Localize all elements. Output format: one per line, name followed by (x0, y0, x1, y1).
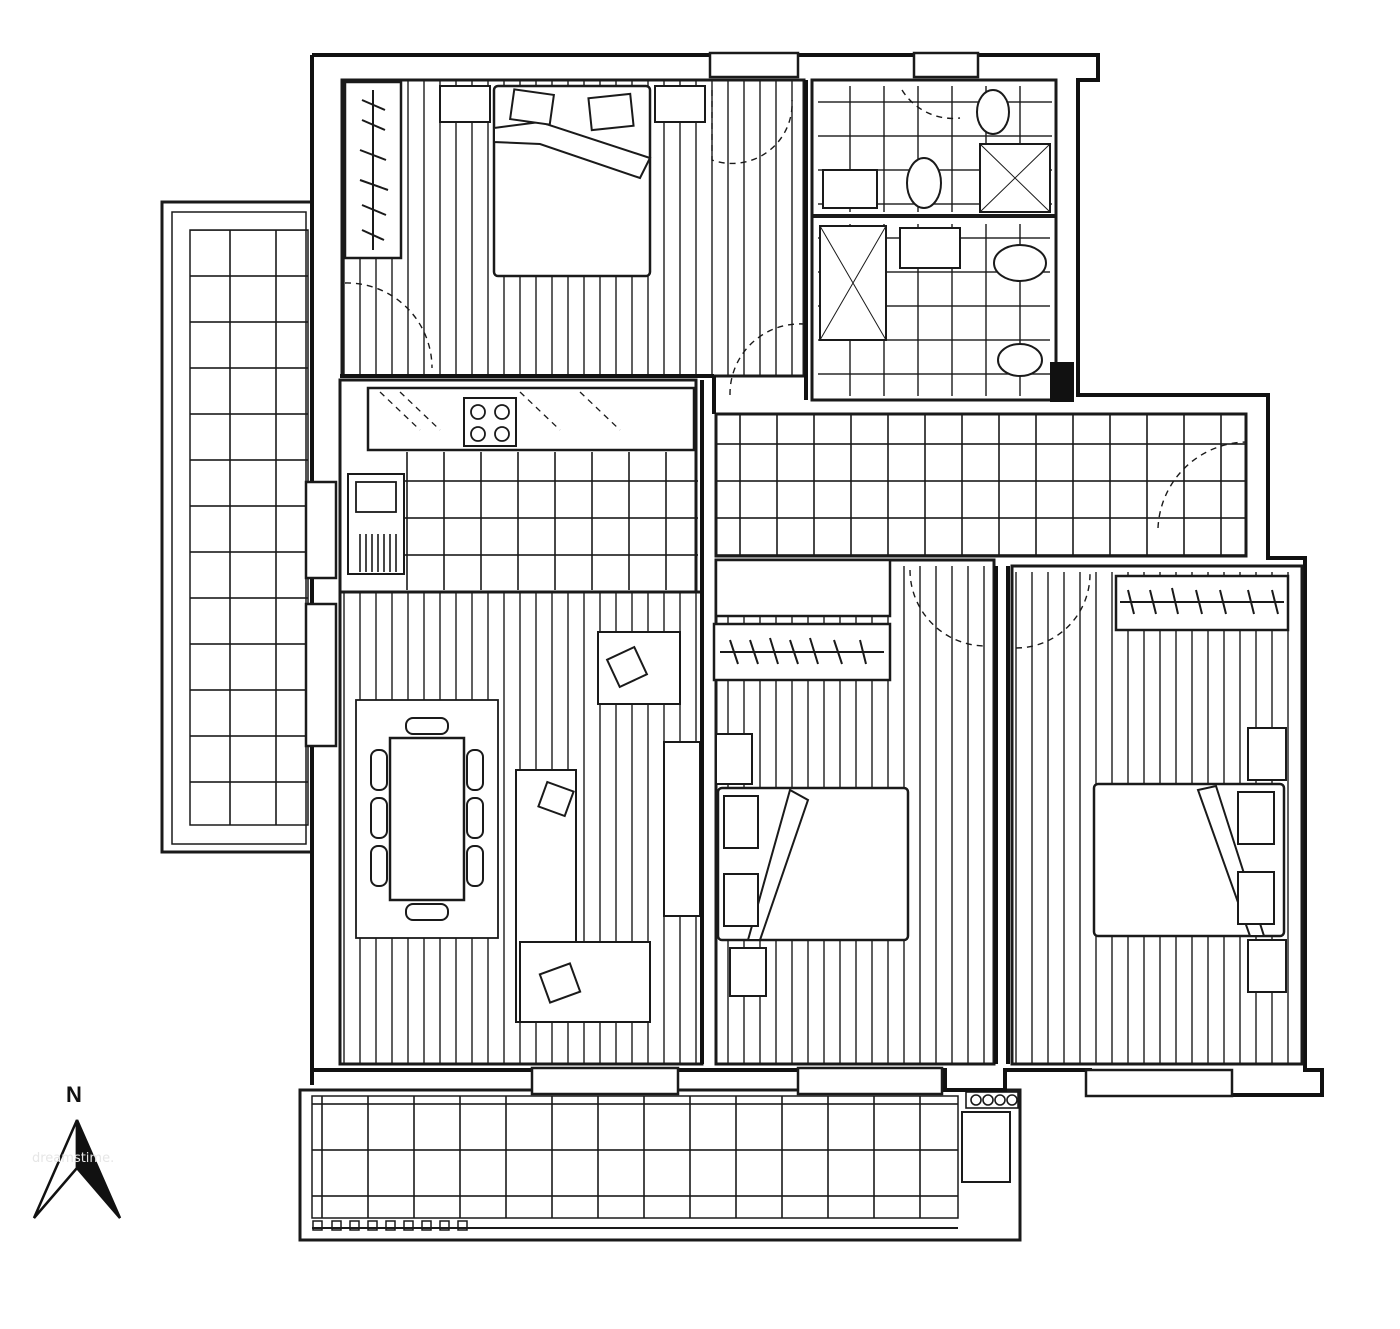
toilet-icon (976, 89, 1010, 135)
bedroom-three (1010, 564, 1304, 1098)
watermark: dreamstime. (32, 1151, 114, 1166)
utility-cluster (965, 1091, 1019, 1109)
hanger-rail-icon (359, 90, 389, 250)
pillow-icon (1237, 791, 1275, 845)
sink-unit (347, 473, 405, 575)
window-west (304, 480, 338, 580)
bedside-table (1247, 939, 1287, 993)
window-south (1084, 1068, 1234, 1098)
west-terrace (160, 200, 314, 854)
washbasin (822, 169, 878, 209)
bedroom-two (712, 558, 996, 1096)
tv-unit (663, 741, 701, 917)
living-dining-room (304, 480, 704, 1096)
kitchen (338, 378, 698, 594)
bedside-table (715, 733, 753, 785)
bathrooms (810, 78, 1074, 402)
ac-unit (961, 1111, 1011, 1183)
sofa-chaise (519, 941, 651, 1023)
pillow-icon (508, 88, 556, 126)
toilet-icon (906, 157, 942, 209)
shaft (1050, 362, 1074, 402)
window-west-2 (304, 602, 338, 748)
master-bedroom (340, 51, 980, 396)
bedside-table (1247, 727, 1287, 781)
pillow-icon (723, 873, 759, 927)
toilet-icon (997, 343, 1043, 377)
dining-table[interactable] (388, 736, 466, 902)
interior-walls (340, 80, 1010, 1064)
hanger-rail-icon (720, 637, 884, 665)
window-north (708, 51, 800, 79)
cushion-icon (538, 962, 582, 1004)
bedside-table (654, 85, 706, 123)
window-south (530, 1066, 680, 1096)
bedside-table (729, 947, 767, 997)
hallway (714, 412, 1248, 558)
pillow-icon (587, 92, 635, 132)
north-arrow-icon: N dreamstime. (32, 1082, 122, 1219)
toilet-icon (993, 244, 1047, 282)
balcony-planter-row (312, 1220, 468, 1231)
pillow-icon (723, 795, 759, 849)
compass-label: N (66, 1082, 82, 1107)
cushion-icon (537, 780, 575, 818)
pillow-icon (1237, 871, 1275, 925)
window-south (796, 1066, 944, 1096)
cushion-icon (605, 645, 649, 689)
south-balcony (298, 1088, 1022, 1242)
hanger-rail-icon (1120, 587, 1284, 615)
dining-chairs (370, 717, 484, 921)
washbasin (899, 227, 961, 269)
window-north-2 (912, 51, 980, 79)
kitchen-counter (366, 386, 696, 452)
bedside-table (439, 85, 491, 123)
